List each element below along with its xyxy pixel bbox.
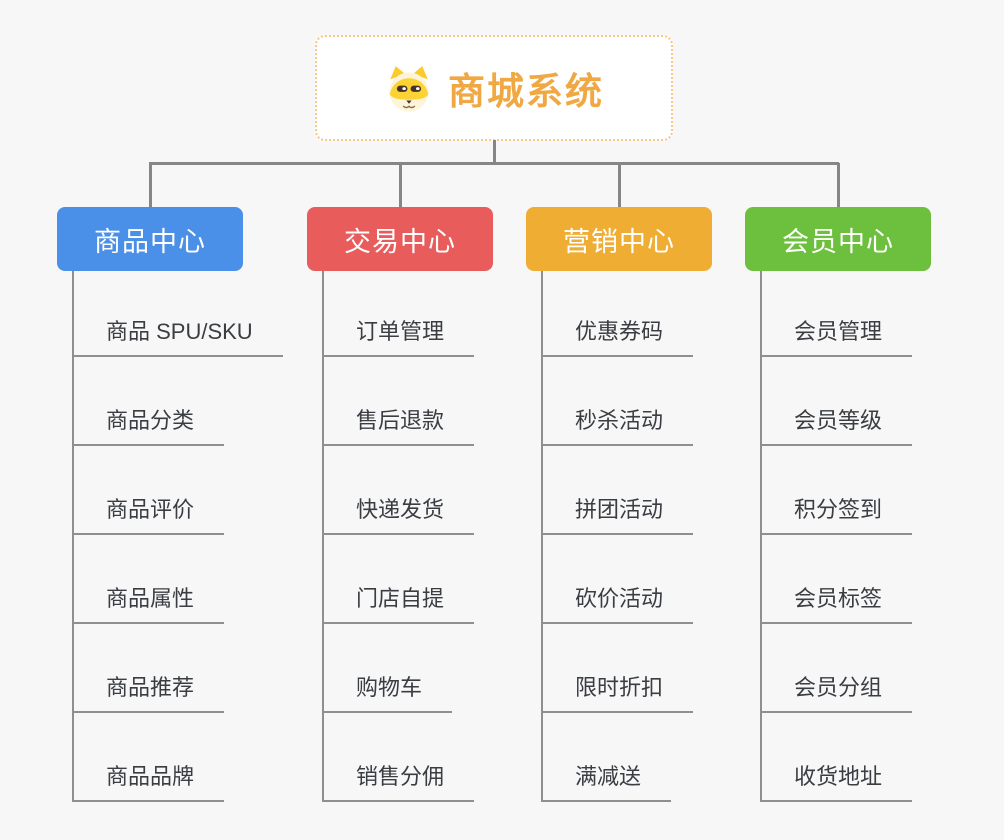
topic-item[interactable]: 购物车 — [322, 674, 453, 713]
topic-item[interactable]: 销售分佣 — [322, 763, 475, 802]
topic-item[interactable]: 快递发货 — [322, 496, 475, 535]
branch-drop-connector — [148, 163, 152, 207]
topic-item[interactable]: 商品品牌 — [72, 763, 225, 802]
branch-drop-connector — [836, 163, 840, 207]
branch-node[interactable]: 会员中心 — [745, 207, 931, 271]
topic-item[interactable]: 砍价活动 — [541, 585, 694, 624]
topic-item[interactable]: 收货地址 — [760, 763, 913, 802]
branch-bus-connector — [149, 162, 839, 165]
topic-item[interactable]: 商品推荐 — [72, 674, 225, 713]
topic-item[interactable]: 积分签到 — [760, 496, 913, 535]
topic-item[interactable]: 会员标签 — [760, 585, 913, 624]
branch-spine-connector — [760, 271, 762, 802]
branch-spine-connector — [72, 271, 74, 802]
branch-node[interactable]: 交易中心 — [307, 207, 493, 271]
topic-item[interactable]: 售后退款 — [322, 407, 475, 446]
topic-item[interactable]: 商品分类 — [72, 407, 225, 446]
root-stub-connector — [493, 140, 496, 163]
topic-item[interactable]: 满减送 — [541, 763, 672, 802]
topic-item[interactable]: 商品评价 — [72, 496, 225, 535]
topic-item[interactable]: 秒杀活动 — [541, 407, 694, 446]
topic-item[interactable]: 拼团活动 — [541, 496, 694, 535]
topic-item[interactable]: 会员分组 — [760, 674, 913, 713]
branch-spine-connector — [541, 271, 543, 802]
topic-item[interactable]: 会员管理 — [760, 318, 913, 357]
branch-node[interactable]: 商品中心 — [57, 207, 243, 271]
branch-node[interactable]: 营销中心 — [526, 207, 712, 271]
root-topic-title: 商城系统 — [448, 71, 604, 112]
topic-item[interactable]: 限时折扣 — [541, 674, 694, 713]
dog-face-icon — [389, 66, 429, 112]
topic-item[interactable]: 优惠券码 — [541, 318, 694, 357]
branch-spine-connector — [322, 271, 324, 802]
branch-drop-connector — [398, 163, 402, 207]
root-topic-node[interactable]: 商城系统 — [315, 35, 673, 141]
topic-item[interactable]: 商品 SPU/SKU — [72, 318, 283, 357]
topic-item[interactable]: 会员等级 — [760, 407, 913, 446]
topic-item[interactable]: 订单管理 — [322, 318, 475, 357]
topic-item[interactable]: 商品属性 — [72, 585, 225, 624]
topic-item[interactable]: 门店自提 — [322, 585, 475, 624]
branch-drop-connector — [617, 163, 621, 207]
